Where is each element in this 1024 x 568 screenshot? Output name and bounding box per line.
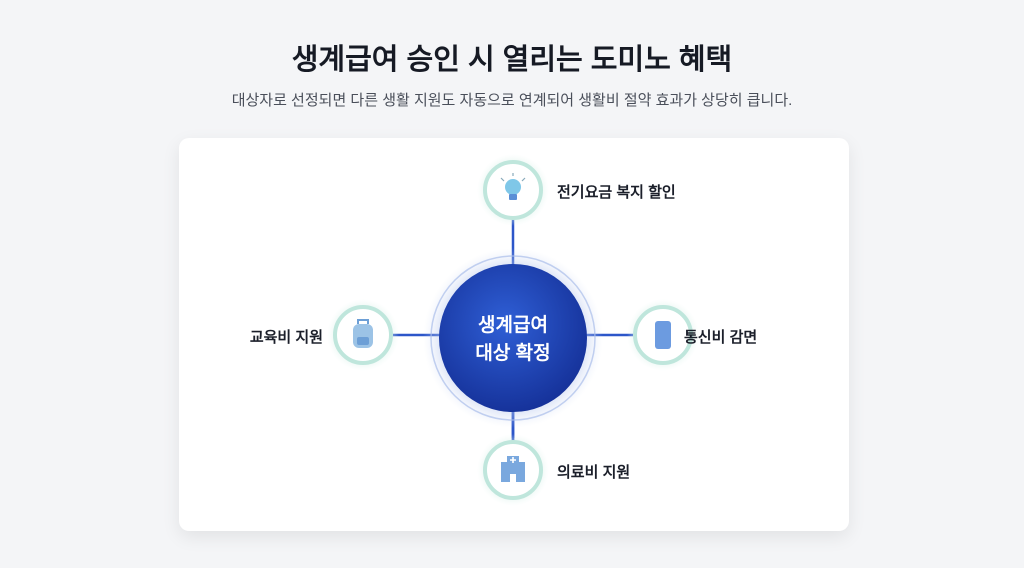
label-education: 교육비 지원 <box>249 329 323 346</box>
node-medical <box>477 434 549 506</box>
smartphone-icon <box>655 321 671 349</box>
node-electricity <box>477 154 549 226</box>
label-electricity: 전기요금 복지 할인 <box>557 184 676 201</box>
hub-line-1: 생계급여 <box>478 315 548 336</box>
page-subtitle: 대상자로 선정되면 다른 생활 지원도 자동으로 연계되어 생활비 절약 효과가… <box>231 92 793 109</box>
hub-label: 생계급여 대상 확정 <box>438 312 588 368</box>
label-medical: 의료비 지원 <box>557 464 631 481</box>
node-telecom <box>627 299 699 371</box>
hub-circle <box>439 264 587 412</box>
lightbulb-icon <box>500 173 526 200</box>
label-telecom: 통신비 감면 <box>684 329 758 346</box>
hub-line-2: 대상 확정 <box>475 343 551 364</box>
backpack-icon <box>353 319 373 348</box>
hospital-icon <box>501 456 525 482</box>
node-education <box>327 299 399 371</box>
page-title: 생계급여 승인 시 열리는 도미노 혜택 <box>291 44 733 76</box>
benefit-diagram <box>327 154 699 506</box>
